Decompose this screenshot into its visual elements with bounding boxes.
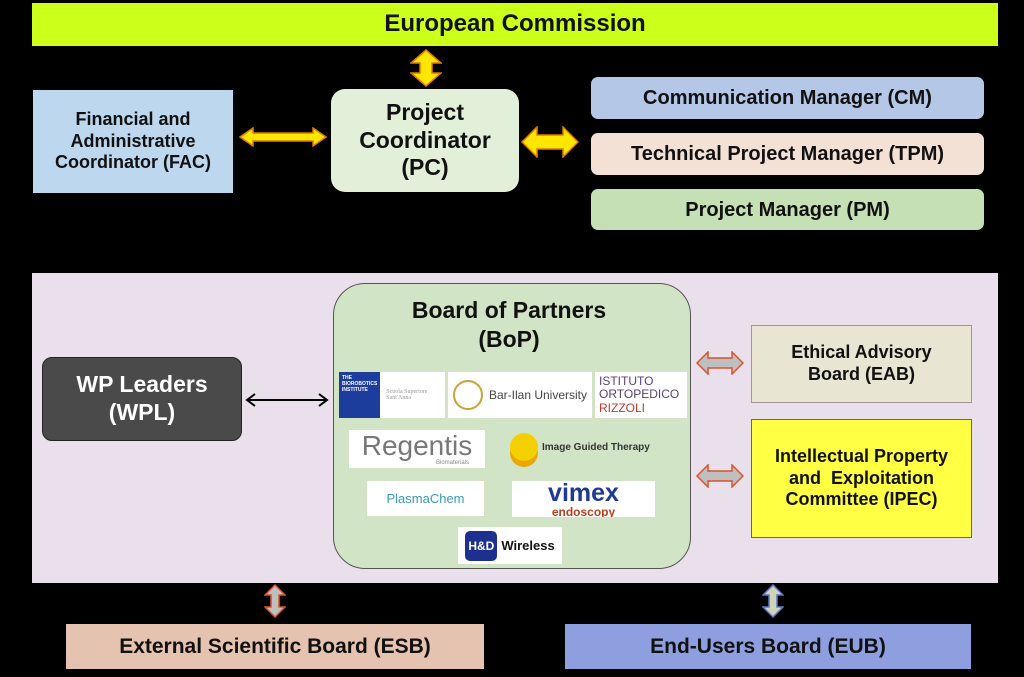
- logo-image-guided-therapy: Image Guided Therapy: [510, 426, 660, 468]
- sssa-label: Scuola Superiore Sant'Anna: [386, 389, 428, 401]
- rizzoli-line-1: ISTITUTO: [599, 374, 654, 389]
- biorobotics-label: THE BIOROBOTICS INSTITUTE: [339, 372, 381, 418]
- ipec-box: Intellectual Property and Exploitation C…: [751, 419, 972, 538]
- bar-ilan-label: Bar-Ilan University: [488, 388, 588, 402]
- european-commission-box: European Commission: [32, 3, 998, 46]
- igt-label: Image Guided Therapy: [542, 441, 650, 453]
- board-of-partners-box: Board of Partners (BoP) THE BIOROBOTICS …: [333, 283, 691, 569]
- logo-plasmachem: PlasmaChem: [367, 481, 484, 516]
- fac-pc-arrow: [239, 127, 327, 147]
- communication-manager-box: Communication Manager (CM): [591, 77, 984, 119]
- panel-esb-arrow: [264, 584, 286, 618]
- bop-ipec-arrow: [696, 464, 744, 488]
- external-scientific-board-box: External Scientific Board (ESB): [66, 624, 484, 669]
- panel-eub-arrow: [762, 584, 784, 618]
- logo-rizzoli: ISTITUTO ORTOPEDICO RIZZOLI: [595, 372, 687, 418]
- logo-bar-ilan: Bar-Ilan University: [448, 372, 592, 418]
- project-manager-box: Project Manager (PM): [591, 189, 984, 230]
- bop-eab-arrow: [696, 351, 744, 375]
- end-users-board-box: End-Users Board (EUB): [565, 624, 971, 669]
- logo-regentis: Regentis Biomaterials: [349, 430, 485, 468]
- hd-label: H&D: [465, 530, 498, 561]
- project-coordinator-box: Project Coordinator (PC): [331, 89, 519, 192]
- vimex-label: vimex: [548, 481, 619, 507]
- ec-pc-arrow: [410, 49, 442, 87]
- wpl-bop-arrow: [245, 393, 329, 407]
- igt-sun-icon: [510, 433, 538, 461]
- technical-project-manager-box: Technical Project Manager (TPM): [591, 133, 984, 175]
- rizzoli-line-2: ORTOPEDICO: [599, 387, 680, 402]
- bar-ilan-emblem-icon: [452, 380, 483, 410]
- fac-box: Financial and Administrative Coordinator…: [33, 90, 233, 193]
- logo-vimex: vimex endoscopy: [512, 481, 655, 517]
- logo-biorobotics: THE BIOROBOTICS INSTITUTE Scuola Superio…: [339, 372, 445, 418]
- regentis-label: Regentis: [361, 430, 473, 461]
- vimex-sub-label: endoscopy: [551, 504, 616, 518]
- logo-hd-wireless: H&D Wireless: [458, 527, 562, 564]
- wp-leaders-box: WP Leaders (WPL): [42, 357, 242, 441]
- regentis-sub-label: Biomaterials: [435, 460, 469, 466]
- ethical-advisory-board-box: Ethical Advisory Board (EAB): [751, 325, 972, 403]
- bop-title: Board of Partners (BoP): [411, 297, 607, 352]
- rizzoli-line-3: RIZZOLI: [599, 400, 646, 415]
- wireless-label: Wireless: [501, 538, 555, 553]
- pc-managers-arrow: [521, 126, 579, 158]
